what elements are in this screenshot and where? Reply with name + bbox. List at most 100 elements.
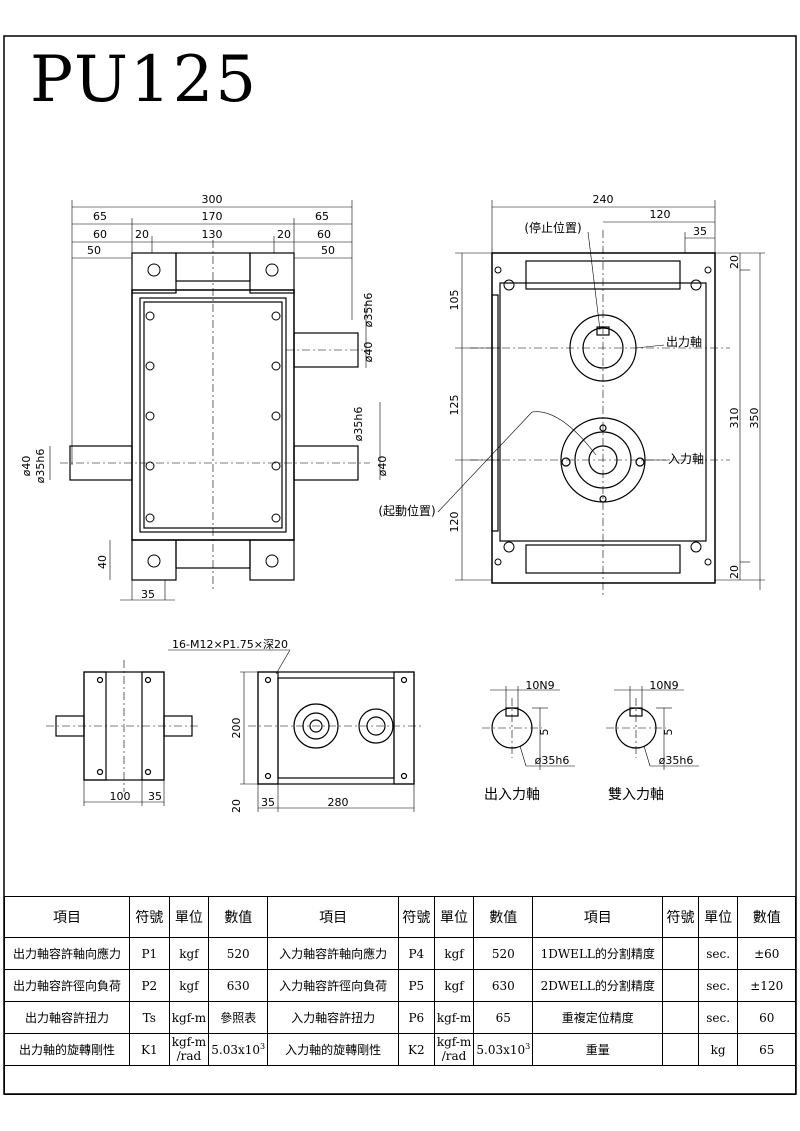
- header-cell: 項目: [532, 896, 664, 938]
- k2-exponent: 3: [525, 1042, 531, 1051]
- header-cell: 符號: [129, 896, 170, 938]
- table-cell: kgf-m /rad: [168, 1033, 210, 1066]
- table-cell: 520: [208, 937, 269, 970]
- table-cell: kgf-m: [433, 1001, 475, 1034]
- table-cell: 參照表: [208, 1001, 269, 1034]
- k1-exponent: 3: [260, 1042, 266, 1051]
- top-view: [46, 660, 200, 806]
- table-cell: 出力軸容許扭力: [3, 1001, 131, 1034]
- table-cell: ±60: [737, 937, 796, 970]
- table-cell: kgf: [433, 937, 475, 970]
- table-cell: K2: [398, 1033, 435, 1066]
- header-cell: 單位: [168, 896, 210, 938]
- table-cell: 出力軸的旋轉剛性: [3, 1033, 131, 1066]
- dim-20-bottom: 20: [728, 565, 741, 579]
- keyway-detail-2: [606, 686, 699, 770]
- front-view: [49, 200, 381, 601]
- table-cell: 入力軸容許軸向應力: [267, 937, 400, 970]
- table-cell: 出力軸容許軸向應力: [3, 937, 131, 970]
- dim-35-topview: 35: [148, 790, 162, 803]
- table-cell: P6: [398, 1001, 435, 1034]
- keyway1-key: 10N9: [525, 679, 554, 692]
- dim-left-d40: ø40: [20, 456, 33, 477]
- keyway2-dia: ø35h6: [659, 754, 694, 767]
- table-row: 出力軸容許扭力 Ts kgf-m 參照表 入力軸容許扭力 P6 kgf-m 65…: [3, 1001, 796, 1034]
- side-view: [437, 200, 765, 595]
- table-cell: [662, 1033, 699, 1066]
- table-cell: 入力軸容許扭力: [267, 1001, 400, 1034]
- keyway2-key: 10N9: [649, 679, 678, 692]
- table-cell: 5.03x103: [208, 1033, 269, 1066]
- table-cell: Ts: [129, 1001, 170, 1034]
- table-cell: P2: [129, 969, 170, 1002]
- keyway2-depth: 5: [662, 729, 675, 736]
- back-view: [168, 649, 424, 812]
- table-cell: 2DWELL的分割精度: [532, 969, 664, 1002]
- output-shaft-label: 出力軸: [666, 335, 702, 349]
- dim-310: 310: [728, 408, 741, 429]
- table-cell: K1: [129, 1033, 170, 1066]
- spec-table: 項目 符號 單位 數值 項目 符號 單位 數值 項目 符號 單位 數值 出力軸容…: [3, 896, 796, 1095]
- header-cell: 數值: [737, 896, 796, 938]
- dim-35-back: 35: [261, 796, 275, 809]
- dim-35-edge: 35: [693, 225, 707, 238]
- table-cell: 630: [473, 969, 534, 1002]
- table-cell: 520: [473, 937, 534, 970]
- empty-cell: [4, 1065, 796, 1095]
- header-cell: 單位: [697, 896, 739, 938]
- dim-200: 200: [230, 718, 243, 739]
- dim-shaft-d2: ø40: [362, 342, 375, 363]
- table-cell: [662, 937, 699, 970]
- table-cell: P1: [129, 937, 170, 970]
- dim-20-back: 20: [230, 799, 243, 813]
- dim-280: 280: [328, 796, 349, 809]
- dim-60-left: 60: [93, 228, 107, 241]
- table-cell: [662, 969, 699, 1002]
- table-cell: kgf-m: [168, 1001, 210, 1034]
- table-cell: 入力軸的旋轉剛性: [267, 1033, 400, 1066]
- table-cell: 65: [737, 1033, 796, 1066]
- table-cell: 1DWELL的分割精度: [532, 937, 664, 970]
- dim-300: 300: [202, 193, 223, 206]
- dim-240: 240: [593, 193, 614, 206]
- table-row-empty: [4, 1065, 796, 1095]
- dim-60-right: 60: [317, 228, 331, 241]
- start-position-label: (起動位置): [378, 503, 435, 518]
- table-row: 出力軸的旋轉剛性 K1 kgf-m /rad 5.03x103 入力軸的旋轉剛性…: [3, 1033, 796, 1066]
- table-cell: kgf: [433, 969, 475, 1002]
- header-cell: 符號: [662, 896, 699, 938]
- dim-65-right: 65: [315, 210, 329, 223]
- dim-20-right: 20: [277, 228, 291, 241]
- table-cell: kgf: [168, 937, 210, 970]
- table-cell: sec.: [697, 937, 739, 970]
- dim-105: 105: [448, 290, 461, 311]
- dim-50-right: 50: [321, 244, 335, 257]
- table-cell: 630: [208, 969, 269, 1002]
- table-cell: ±120: [737, 969, 796, 1002]
- dim-130: 130: [202, 228, 223, 241]
- header-cell: 符號: [398, 896, 435, 938]
- dim-350: 350: [748, 408, 761, 429]
- keyway-detail-1: [482, 686, 575, 770]
- keyway1-caption: 出入力軸: [484, 787, 540, 803]
- dim-shaft-d4: ø40: [376, 456, 389, 477]
- dim-foot-40: 40: [96, 555, 109, 569]
- table-cell: kgf-m /rad: [433, 1033, 475, 1066]
- input-shaft-label: 入力軸: [668, 452, 704, 466]
- header-cell: 數值: [473, 896, 534, 938]
- table-cell: 重複定位精度: [532, 1001, 664, 1034]
- keyway2-caption: 雙入力軸: [608, 787, 664, 803]
- dim-170: 170: [202, 210, 223, 223]
- dim-125: 125: [448, 395, 461, 416]
- dim-50-left: 50: [87, 244, 101, 257]
- table-cell: 出力軸容許徑向負荷: [3, 969, 131, 1002]
- table-cell: 60: [737, 1001, 796, 1034]
- dim-65-left: 65: [93, 210, 107, 223]
- tap-callout: 16-M12×P1.75×深20: [172, 638, 288, 651]
- table-cell: [662, 1001, 699, 1034]
- dim-foot-35: 35: [141, 588, 155, 601]
- table-row: 出力軸容許軸向應力 P1 kgf 520 入力軸容許軸向應力 P4 kgf 52…: [3, 937, 796, 970]
- header-cell: 數值: [208, 896, 269, 938]
- k2-value: 5.03x10: [476, 1043, 526, 1057]
